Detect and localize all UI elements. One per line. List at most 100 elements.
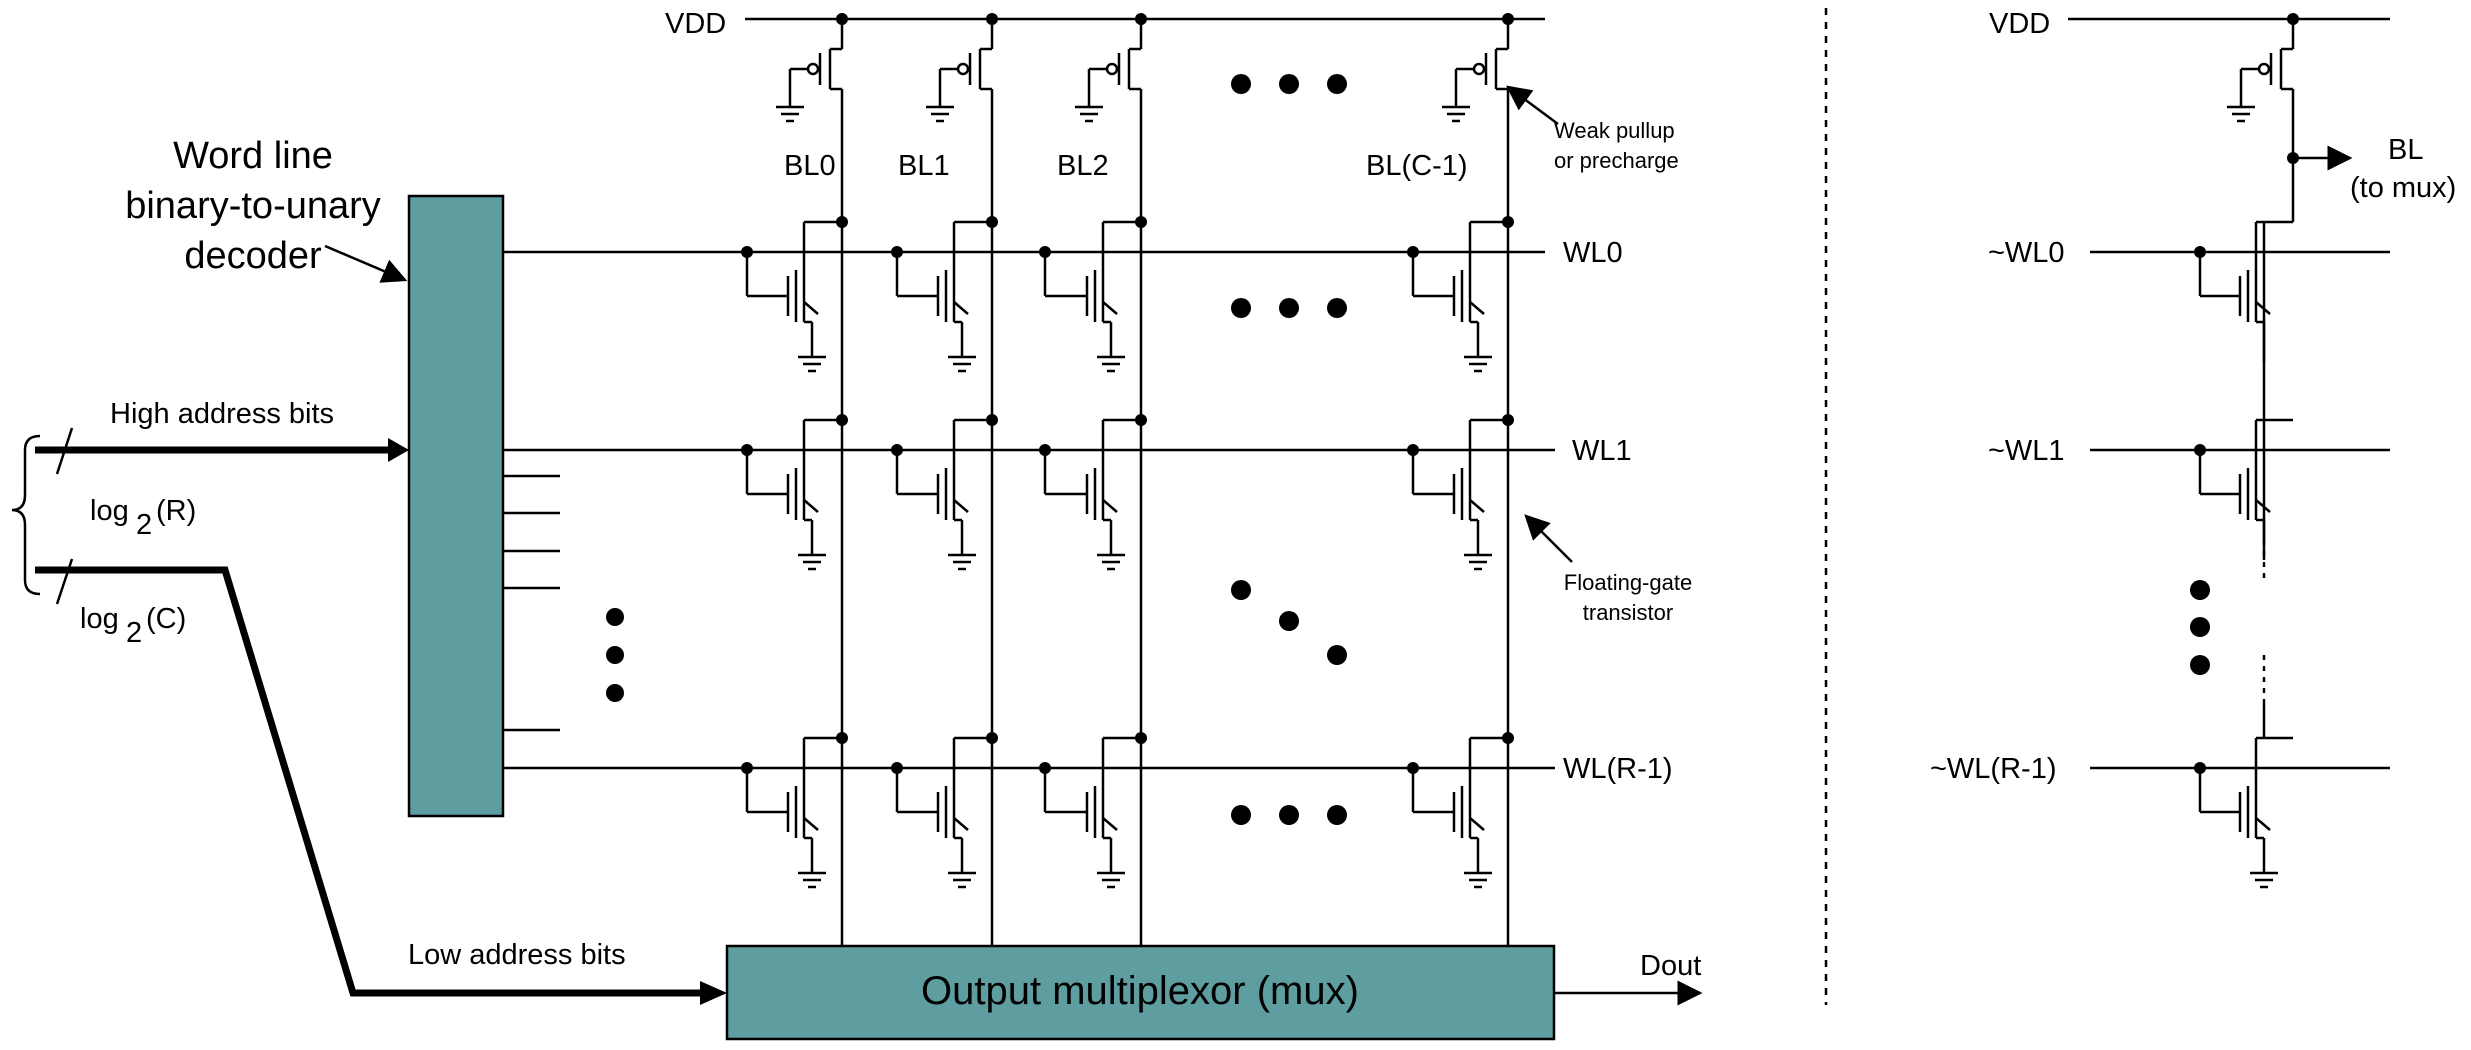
nor-wordline-label-r-1: ~WL(R-1) [1930,753,2056,785]
floating-gate-label-line2: transistor [1583,600,1673,625]
pmos-pullup [1442,13,1514,222]
low-address-label: Low address bits [408,939,626,971]
drain-junction [1502,414,1514,426]
wordline-label-r-1: WL(R-1) [1563,753,1673,785]
low-address-bus [35,566,700,997]
decoder-outputs [503,474,560,732]
bitline-column-1 [891,13,998,946]
decoder-label-line2: binary-to-unary [125,185,381,227]
nor-bl-label-line1: BL [2388,134,2423,166]
weak-pullup-label-line2: or precharge [1554,148,1679,173]
nor-ellipsis [2190,580,2210,675]
nor-detail-view: VDD BL (to mux) ~WL0 ~WL1 ~WL(R-1) [1930,8,2456,889]
svg-text:(C): (C) [146,603,186,635]
ground-icon [798,553,826,571]
ground-icon [2227,105,2255,123]
ground-icon [948,355,976,373]
wordline-label-0: WL0 [1563,237,1623,269]
ground-icon [926,105,954,123]
drain-junction [986,732,998,744]
log2-c-label: log 2 (C) [80,603,186,649]
bitline-column-2 [1039,13,1147,946]
vdd-junction [1135,13,1147,25]
floating-gate-arrow [1524,514,1573,563]
floating-gate-cell [1407,414,1514,571]
floating-gate-cell [1407,216,1514,373]
drain-junction [1135,216,1147,228]
bitline-label-0: BL0 [784,150,836,182]
svg-text:log: log [80,603,119,635]
ground-icon [1442,105,1470,123]
drain-junction [986,216,998,228]
nor-bl-label-line2: (to mux) [2350,172,2456,204]
nor-cell-0 [2194,220,2293,362]
ground-icon [1464,553,1492,571]
floating-gate-cell [1039,216,1147,373]
floating-gate-label-line1: Floating-gate [1564,570,1692,595]
ground-icon [2250,871,2278,889]
svg-text:(R): (R) [156,495,196,527]
bitline-column-0 [741,13,848,946]
pmos-pullup [926,13,998,222]
high-address-arrowhead [388,438,409,462]
nor-vdd-label: VDD [1989,8,2050,40]
ground-icon [798,871,826,889]
output-mux-label: Output multiplexor (mux) [921,969,1359,1013]
svg-text:2: 2 [126,617,142,649]
ground-icon [1464,871,1492,889]
drain-junction [1135,414,1147,426]
pmos-pullup [2227,13,2299,158]
pmos-pullup [776,13,848,222]
ground-icon [948,871,976,889]
diagonal-ellipsis [1231,580,1347,665]
ground-icon [1097,355,1125,373]
weak-pullup-label-line1: Weak pullup [1554,118,1675,143]
ground-icon [798,355,826,373]
ground-icon [1097,871,1125,889]
column-ellipsis [1231,74,1347,825]
output-mux-block [725,944,1556,1041]
pmos-pullup [1075,13,1147,222]
high-address-label: High address bits [110,398,334,430]
wordline-decoder-block [407,194,505,818]
low-address-arrowhead [700,981,727,1005]
wordline-label-1: WL1 [1572,435,1632,467]
nor-wordline-label-1: ~WL1 [1988,435,2065,467]
ground-icon [1097,553,1125,571]
floating-gate-cell [741,414,848,571]
drain-junction [1502,732,1514,744]
floating-gate-cell [1039,732,1147,889]
bitline-column-3 [1407,13,1514,946]
decoder-label-line1: Word line [173,135,333,177]
decoder-label-line3: decoder [184,235,322,277]
vdd-label: VDD [665,8,726,40]
ground-icon [1464,355,1492,373]
nor-wordline-label-0: ~WL0 [1988,237,2065,269]
floating-gate-cell [891,216,998,373]
log2-r-label: log 2 (R) [90,495,196,541]
drain-junction [1502,216,1514,228]
floating-gate-cell [1039,414,1147,571]
bitline-label-1: BL1 [898,150,950,182]
floating-gate-cell [741,216,848,373]
ground-icon [948,553,976,571]
svg-text:log: log [90,495,129,527]
floating-gate-cell [1407,732,1514,889]
drain-junction [986,414,998,426]
decoder-ellipsis [606,608,624,702]
decoder-label-arrow [324,244,408,283]
dout-label: Dout [1640,950,1701,982]
vdd-junction [2287,13,2299,25]
bitline-label-c-1: BL(C-1) [1366,150,1468,182]
nor-cell-2 [2194,736,2293,889]
nor-cell-1 [2194,418,2293,560]
drain-junction [1135,732,1147,744]
bitline-columns [741,13,1514,946]
drain-junction [836,732,848,744]
ground-icon [776,105,804,123]
bitline-label-2: BL2 [1057,150,1109,182]
drain-junction [836,414,848,426]
main-array: VDD BL0 BL1 BL2 BL(C-1) WL0 WL1 WL(R-1) … [11,8,1703,1041]
vdd-junction [836,13,848,25]
